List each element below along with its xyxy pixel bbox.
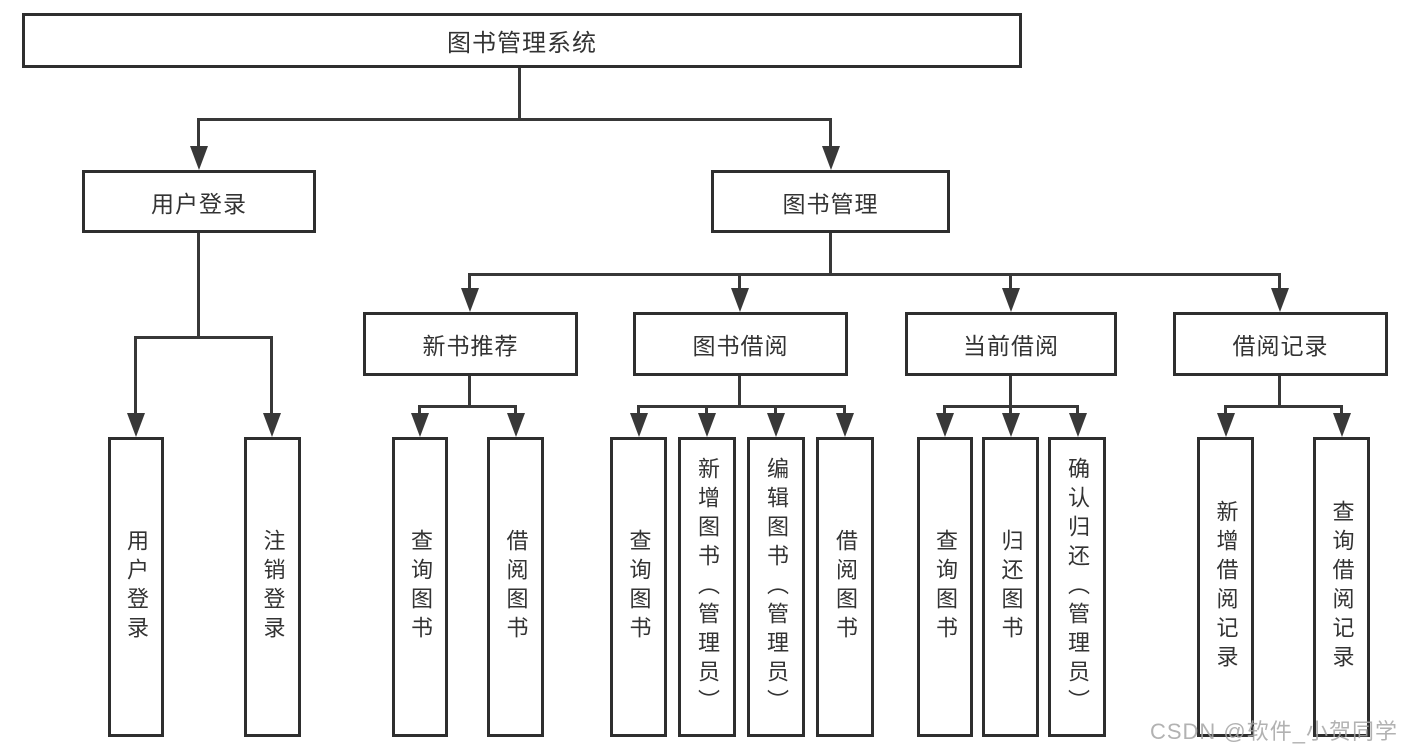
node-user-login-label: 用户登录 [151,190,247,217]
leaf-return-book: 归还图书 [982,437,1039,737]
connector-borrow-drop-4 [843,405,846,415]
connector-records-drop-1 [1224,405,1227,415]
connector-borrow-drop-1 [637,405,640,415]
leaf-current-query-books-label: 查询图书 [933,529,958,645]
connector-records-rail [1224,405,1343,408]
leaf-borrow-borrow-books: 借阅图书 [816,437,874,737]
connector-root-rail [198,118,832,121]
connector-borrow-rail [637,405,846,408]
node-user-login: 用户登录 [82,170,316,233]
leaf-logout-label: 注销登录 [260,529,286,645]
node-borrow-records-label: 借阅记录 [1232,333,1329,359]
leaf-recommend-borrow-books-label: 借阅图书 [503,529,529,645]
leaf-confirm-return-admin: 确认归还（管理员） [1048,437,1106,737]
connector-user-login-rail [134,336,273,339]
connector-user-login-drop-2 [270,336,273,415]
leaf-logout: 注销登录 [244,437,301,737]
leaf-add-borrow-record: 新增借阅记录 [1197,437,1254,737]
connector-recommend-rail [418,405,517,408]
connector-root-drop-left [197,118,200,146]
arrowhead-to-book-management [822,146,840,170]
node-book-borrow-label: 图书借阅 [692,333,789,359]
connector-borrow-drop-3 [774,405,777,415]
leaf-current-query-books: 查询图书 [917,437,973,737]
leaf-recommend-query-books-label: 查询图书 [408,529,433,645]
leaf-edit-book-admin-label: 编辑图书（管理员） [764,456,789,718]
node-borrow-records: 借阅记录 [1173,312,1388,376]
connector-root-drop-right [829,118,832,146]
node-new-book-recommend: 新书推荐 [363,312,578,376]
arrowhead-to-leaf-user-login [127,413,145,437]
leaf-return-book-label: 归还图书 [998,529,1024,645]
leaf-borrow-query-books-label: 查询图书 [626,529,652,645]
leaf-recommend-query-books: 查询图书 [392,437,448,737]
arrowhead-recommend-leaf-2 [507,413,525,437]
connector-book-mgmt-rail [468,273,1281,276]
arrowhead-current-leaf-3 [1069,413,1087,437]
node-library-system: 图书管理系统 [22,13,1022,68]
arrowhead-current-leaf-2 [1002,413,1020,437]
connector-current-drop-2 [1009,405,1012,415]
leaf-query-borrow-record: 查询借阅记录 [1313,437,1370,737]
connector-current-drop-1 [943,405,946,415]
connector-book-mgmt-drop-4 [1278,273,1281,290]
leaf-confirm-return-admin-label: 确认归还（管理员） [1065,456,1090,718]
leaf-borrow-borrow-books-label: 借阅图书 [833,529,858,645]
node-new-book-recommend-label: 新书推荐 [422,333,519,359]
arrowhead-to-book-borrow [731,288,749,312]
arrowhead-borrow-leaf-1 [630,413,648,437]
connector-recommend-stub [468,376,471,405]
arrowhead-to-leaf-logout [263,413,281,437]
connector-current-drop-3 [1076,405,1079,415]
csdn-watermark: CSDN @软件_小贺同学 [1149,719,1398,744]
arrowhead-borrow-leaf-4 [836,413,854,437]
arrowhead-to-user-login [190,146,208,170]
node-book-borrow: 图书借阅 [633,312,848,376]
arrowhead-records-leaf-1 [1217,413,1235,437]
leaf-borrow-query-books: 查询图书 [610,437,667,737]
connector-records-drop-2 [1340,405,1343,415]
node-library-system-label: 图书管理系统 [447,30,597,57]
arrowhead-borrow-leaf-3 [767,413,785,437]
leaf-add-borrow-record-label: 新增借阅记录 [1213,500,1239,674]
arrowhead-records-leaf-2 [1333,413,1351,437]
connector-root-stub [518,68,521,118]
arrowhead-recommend-leaf-1 [411,413,429,437]
connector-book-mgmt-stub [829,233,832,273]
arrowhead-current-leaf-1 [936,413,954,437]
leaf-edit-book-admin: 编辑图书（管理员） [747,437,805,737]
node-book-management: 图书管理 [711,170,950,233]
node-current-borrow: 当前借阅 [905,312,1117,376]
arrowhead-borrow-leaf-2 [698,413,716,437]
leaf-add-book-admin-label: 新增图书（管理员） [695,456,720,718]
arrowhead-to-current-borrow [1002,288,1020,312]
connector-book-mgmt-drop-3 [1009,273,1012,290]
leaf-query-borrow-record-label: 查询借阅记录 [1329,500,1355,674]
connector-borrow-stub [738,376,741,405]
connector-user-login-stub [197,233,200,336]
connector-recommend-drop-1 [418,405,421,415]
connector-book-mgmt-drop-2 [738,273,741,290]
node-book-management-label: 图书管理 [782,190,879,217]
connector-book-mgmt-drop-1 [468,273,471,290]
connector-records-stub [1278,376,1281,405]
connector-user-login-drop-1 [134,336,137,415]
connector-current-stub [1009,376,1012,405]
connector-recommend-drop-2 [514,405,517,415]
arrowhead-to-borrow-records [1271,288,1289,312]
leaf-recommend-borrow-books: 借阅图书 [487,437,544,737]
leaf-add-book-admin: 新增图书（管理员） [678,437,736,737]
leaf-user-login-label: 用户登录 [124,529,149,645]
leaf-user-login: 用户登录 [108,437,164,737]
connector-borrow-drop-2 [705,405,708,415]
node-current-borrow-label: 当前借阅 [963,333,1059,359]
arrowhead-to-new-book-recommend [461,288,479,312]
